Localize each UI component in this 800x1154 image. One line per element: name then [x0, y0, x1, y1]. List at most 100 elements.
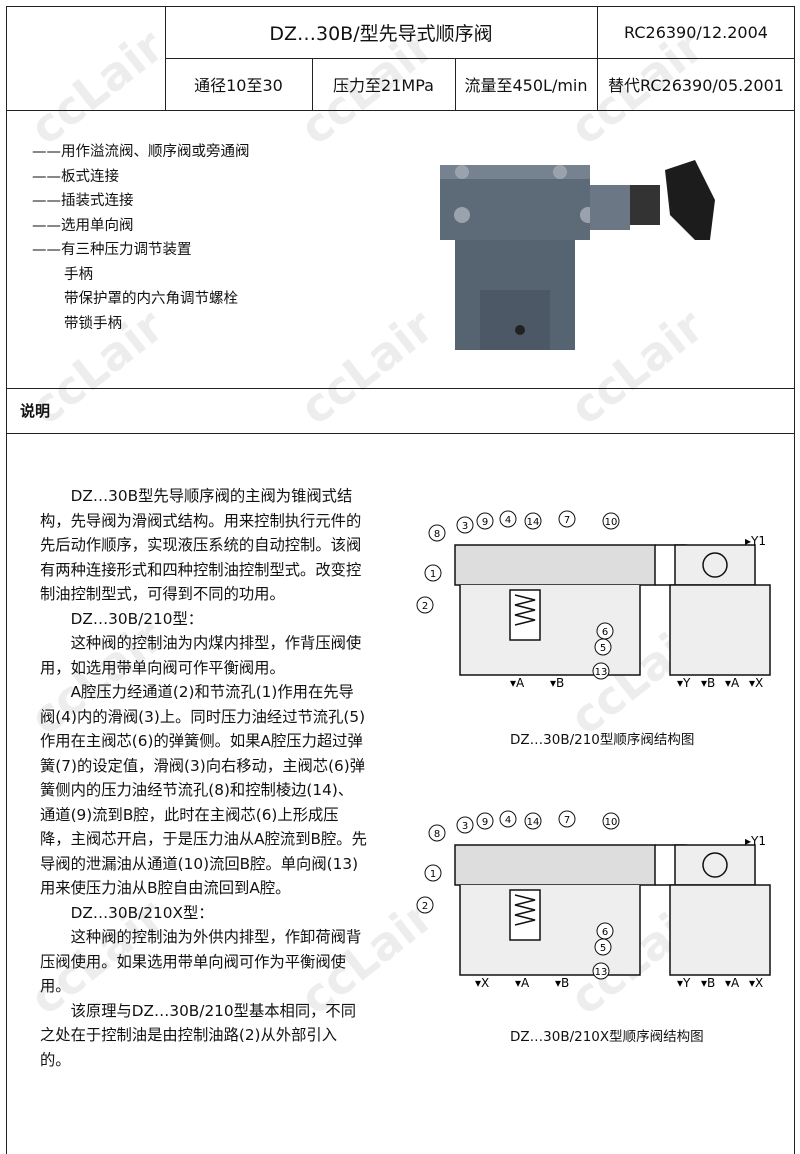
- paragraph: 这种阀的控制油为外供内排型，作卸荷阀背压阀使用。如果选用带单向阀可作为平衡阀使用…: [40, 928, 362, 995]
- svg-text:2: 2: [422, 901, 428, 912]
- callout-8: 8: [428, 524, 446, 542]
- section-drawing: [454, 844, 771, 976]
- port-label: ▾B: [555, 976, 569, 990]
- callout-4: 4: [499, 510, 517, 528]
- port-label: ▾B: [701, 976, 715, 990]
- svg-text:6: 6: [602, 927, 608, 938]
- callout-6: 6: [596, 922, 614, 940]
- feature-subitem: 带锁手柄: [64, 315, 122, 332]
- paragraph: 该原理与DZ…30B/210型基本相同，不同之处在于控制油是由控制油路(2)从外…: [40, 1001, 357, 1069]
- callout-13: 13: [592, 662, 610, 680]
- svg-text:3: 3: [462, 821, 468, 832]
- callout-5: 5: [594, 638, 612, 656]
- spec-pressure: 压力至21MPa: [333, 76, 434, 95]
- divider: [6, 433, 795, 434]
- page-title: DZ…30B/型先导式顺序阀: [269, 22, 493, 45]
- feature-subitem: 手柄: [64, 266, 93, 283]
- callout-3: 3: [456, 816, 474, 834]
- callout-7: 7: [558, 510, 576, 528]
- feature-item: ——有三种压力调节装置: [32, 242, 192, 258]
- svg-text:10: 10: [605, 817, 618, 828]
- callout-14: 14: [524, 812, 542, 830]
- svg-text:3: 3: [462, 521, 468, 532]
- svg-text:10: 10: [605, 517, 618, 528]
- callout-6: 6: [596, 622, 614, 640]
- port-label: ▾A: [510, 676, 525, 690]
- callout-3: 3: [456, 516, 474, 534]
- spec-replaces: 替代RC26390/05.2001: [608, 76, 784, 95]
- port-label: ▸Y1: [745, 534, 766, 548]
- svg-text:13: 13: [595, 967, 608, 978]
- port-label: ▾B: [701, 676, 715, 690]
- port-label: ▾A: [515, 976, 530, 990]
- callout-1: 1: [424, 564, 442, 582]
- diagram-caption: DZ…30B/210X型顺序阀结构图: [510, 1029, 704, 1045]
- svg-text:2: 2: [422, 601, 428, 612]
- section-title: 说明: [20, 402, 51, 420]
- svg-text:7: 7: [564, 515, 570, 526]
- svg-text:9: 9: [482, 817, 488, 828]
- svg-text:1: 1: [430, 869, 436, 880]
- port-label: ▾B: [550, 676, 564, 690]
- svg-text:1: 1: [430, 569, 436, 580]
- feature-item: ——用作溢流阀、顺序阀或旁通阀: [32, 144, 250, 160]
- feature-item: ——板式连接: [32, 168, 119, 185]
- diagram-caption: DZ…30B/210型顺序阀结构图: [510, 732, 695, 748]
- callout-10: 10: [602, 512, 620, 530]
- feature-subitem: 带保护罩的内六角调节螺栓: [64, 291, 238, 307]
- feature-item: ——选用单向阀: [32, 217, 134, 234]
- callout-14: 14: [524, 512, 542, 530]
- svg-text:8: 8: [434, 529, 440, 540]
- svg-text:8: 8: [434, 829, 440, 840]
- callout-2: 2: [416, 596, 434, 614]
- svg-text:13: 13: [595, 667, 608, 678]
- divider: [6, 388, 795, 389]
- port-label: ▸Y1: [745, 834, 766, 848]
- spec-size: 通径10至30: [194, 76, 283, 95]
- divider: [455, 58, 456, 110]
- callout-5: 5: [594, 938, 612, 956]
- paragraph: DZ…30B/210X型：: [70, 903, 214, 922]
- page-border: [6, 6, 795, 1154]
- feature-item: ——插装式连接: [32, 193, 134, 209]
- callout-9: 9: [476, 512, 494, 530]
- document-code: RC26390/12.2004: [624, 22, 768, 42]
- callout-4: 4: [499, 810, 517, 828]
- callout-7: 7: [558, 810, 576, 828]
- svg-text:14: 14: [527, 817, 540, 828]
- svg-text:5: 5: [600, 943, 606, 954]
- port-label: ▾A: [725, 976, 740, 990]
- feature-list: ——用作溢流阀、顺序阀或旁通阀 ——板式连接 ——插装式连接 ——选用单向阀 —…: [32, 140, 250, 336]
- description-text: DZ…30B型先导顺序阀的主阀为锥阀式结构，先导阀为滑阀式结构。用来控制执行元件…: [40, 484, 367, 1072]
- callout-9: 9: [476, 812, 494, 830]
- divider: [6, 110, 795, 111]
- divider: [165, 58, 795, 59]
- svg-text:9: 9: [482, 517, 488, 528]
- port-label: ▾Y: [677, 676, 691, 690]
- port-label: ▾X: [749, 976, 763, 990]
- port-label: ▾Y: [677, 976, 691, 990]
- svg-text:5: 5: [600, 643, 606, 654]
- callout-8: 8: [428, 824, 446, 842]
- paragraph: A腔压力经通道(2)和节流孔(1)作用在先导阀(4)内的滑阀(3)上。同时压力油…: [40, 683, 367, 897]
- paragraph: DZ…30B/210型：: [70, 609, 204, 628]
- svg-text:4: 4: [505, 515, 511, 526]
- callout-2: 2: [416, 896, 434, 914]
- port-label: ▾X: [749, 676, 763, 690]
- svg-text:14: 14: [527, 517, 540, 528]
- svg-text:4: 4: [505, 815, 511, 826]
- divider: [165, 6, 166, 110]
- paragraph: 这种阀的控制油为内煤内排型，作背压阀使用，如选用带单向阀可作平衡阀用。: [40, 634, 362, 677]
- divider: [597, 6, 598, 110]
- spec-flow: 流量至450L/min: [464, 76, 588, 95]
- paragraph: DZ…30B型先导顺序阀的主阀为锥阀式结构，先导阀为滑阀式结构。用来控制执行元件…: [40, 487, 362, 603]
- section-drawing: [454, 544, 771, 676]
- callout-13: 13: [592, 962, 610, 980]
- divider: [312, 58, 313, 110]
- callout-10: 10: [602, 812, 620, 830]
- svg-text:7: 7: [564, 815, 570, 826]
- product-photo: [440, 160, 715, 350]
